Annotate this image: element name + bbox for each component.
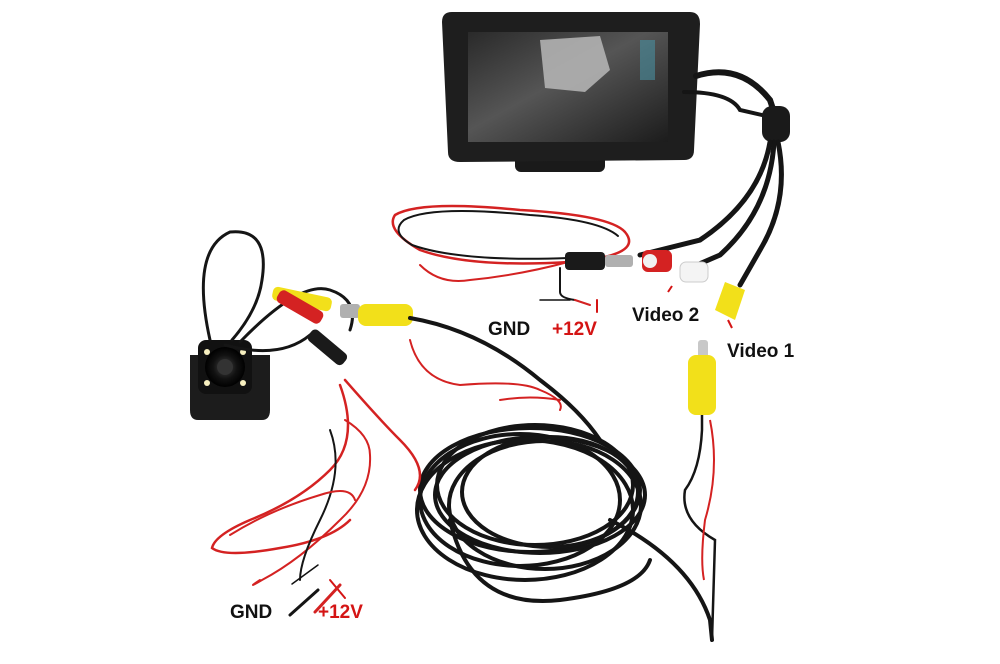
lcd-monitor xyxy=(442,12,700,172)
monitor-power-wire xyxy=(391,204,633,313)
backup-camera xyxy=(190,340,270,420)
label-video1: Video 1 xyxy=(727,341,795,362)
label-video2: Video 2 xyxy=(632,305,700,326)
label-top-gnd: GND xyxy=(488,319,531,340)
label-top-12v: +12V xyxy=(552,319,597,340)
rca-connectors-monitor xyxy=(642,250,745,329)
video1-rca-plug xyxy=(683,340,717,641)
coil-red-wire xyxy=(409,339,562,411)
label-bottom-gnd: GND xyxy=(230,602,273,623)
label-bottom-12v: +12V xyxy=(318,602,363,623)
monitor-cable xyxy=(637,69,790,288)
camera-power-wire xyxy=(210,378,422,617)
camera-connectors xyxy=(272,286,413,366)
coiled-extension-cable xyxy=(408,316,714,642)
